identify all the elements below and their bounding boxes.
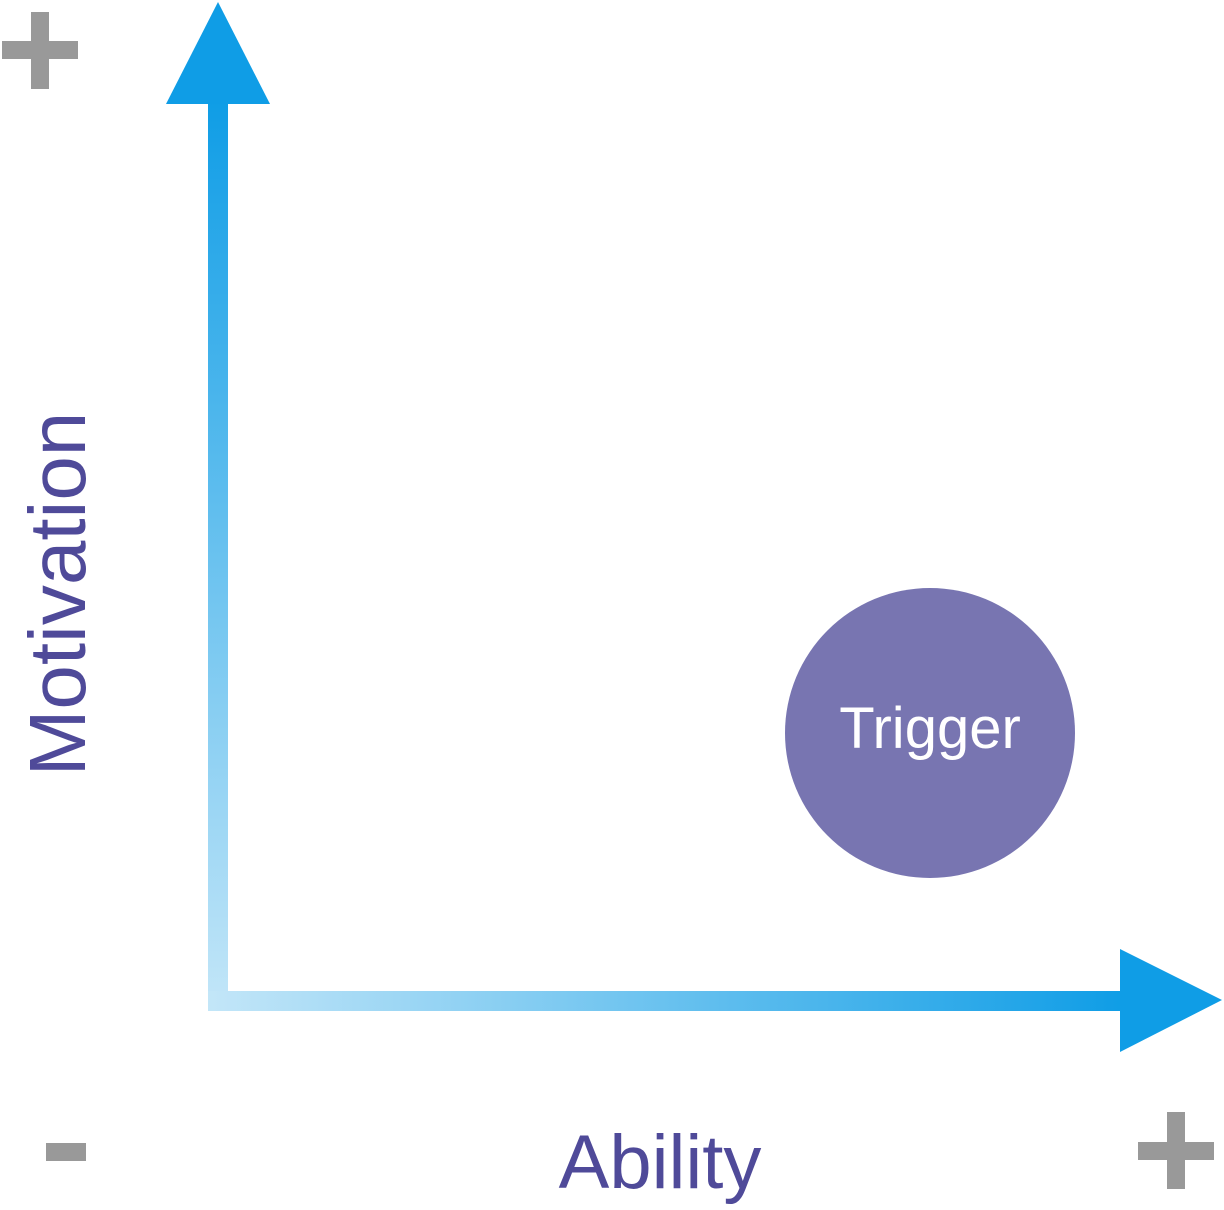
x-axis-arrowhead bbox=[1120, 949, 1222, 1052]
x-axis-minus-sign bbox=[46, 1143, 86, 1161]
x-axis-label: Ability bbox=[558, 1120, 762, 1205]
x-axis-plus-sign-vertical bbox=[1167, 1112, 1185, 1189]
y-axis-shaft bbox=[208, 100, 228, 1010]
trigger-node: Trigger bbox=[785, 588, 1075, 878]
y-axis-plus-sign-vertical bbox=[31, 12, 49, 89]
trigger-label: Trigger bbox=[839, 696, 1021, 761]
y-axis-label: Motivation bbox=[13, 411, 102, 777]
y-axis-arrowhead bbox=[166, 2, 270, 104]
x-axis-shaft bbox=[208, 991, 1126, 1011]
